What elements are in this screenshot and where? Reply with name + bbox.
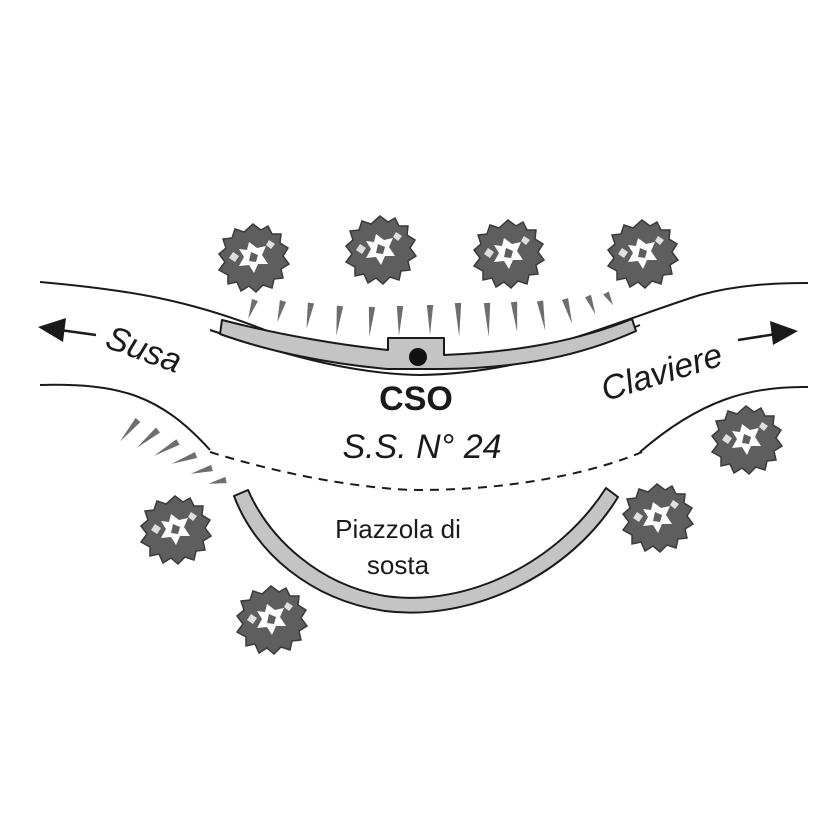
north-barrier xyxy=(219,318,637,370)
arrow-left-icon xyxy=(38,318,97,342)
tree-icon xyxy=(345,215,417,285)
embankment-hatch-mark xyxy=(171,451,198,464)
layby-barrier xyxy=(233,487,619,614)
embankment-hatch-mark xyxy=(368,306,376,337)
tree-icon xyxy=(236,585,308,655)
southwest-embankment-hatch xyxy=(120,417,227,484)
station-dot-icon xyxy=(409,348,427,366)
north-embankment-hatch xyxy=(248,291,613,337)
embankment-hatch-mark xyxy=(585,294,596,315)
layby-label-line1: Piazzola di xyxy=(335,514,461,544)
embankment-hatch-mark xyxy=(336,305,344,336)
tree-icon xyxy=(218,223,290,293)
embankment-hatch-mark xyxy=(190,464,213,474)
embankment-hatch-mark xyxy=(306,302,315,329)
embankment-hatch-mark xyxy=(603,291,613,306)
road-south-edge-east xyxy=(639,385,809,453)
embankment-hatch-mark xyxy=(510,301,518,332)
arrow-right-icon xyxy=(737,321,798,345)
west-direction-label: Susa xyxy=(101,319,187,381)
embankment-hatch-mark xyxy=(426,305,434,335)
tree-icon xyxy=(140,495,212,565)
embankment-hatch-mark xyxy=(208,476,227,484)
east-direction-label: Claviere xyxy=(597,336,727,409)
embankment-hatch-mark xyxy=(536,300,546,331)
embankment-hatch-mark xyxy=(120,417,141,442)
embankment-hatch-mark xyxy=(396,305,404,336)
road-name-label: S.S. N° 24 xyxy=(342,428,501,466)
tree-icon xyxy=(711,405,783,475)
embankment-hatch-mark xyxy=(483,302,491,337)
embankment-hatch-mark xyxy=(277,300,287,323)
tree-icon xyxy=(622,483,694,553)
tree-icon xyxy=(607,219,679,289)
road-south-dashed-line xyxy=(209,451,643,492)
embankment-hatch-mark xyxy=(561,298,573,324)
station-code-label: CSO xyxy=(379,380,453,418)
tree-icon xyxy=(473,219,545,289)
road-south-edge-west xyxy=(39,383,211,451)
embankment-hatch-mark xyxy=(153,439,180,456)
embankment-hatch-mark xyxy=(248,298,259,319)
embankment-hatch-mark xyxy=(136,427,161,448)
embankment-hatch-mark xyxy=(454,302,462,337)
layby-label-line2: sosta xyxy=(367,550,430,580)
